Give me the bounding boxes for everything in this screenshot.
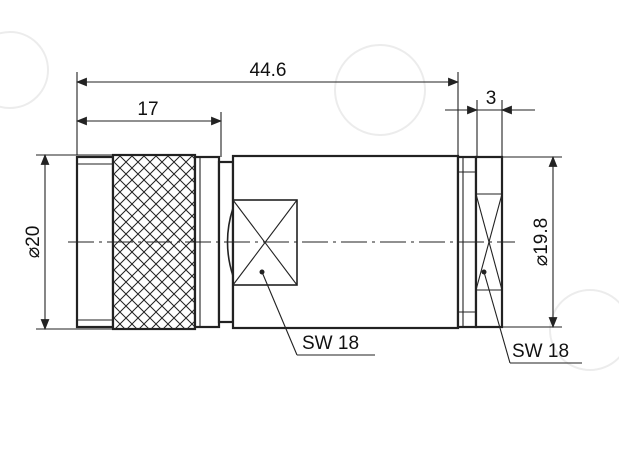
dimension-flange-thickness: 3 — [445, 88, 535, 157]
dimension-nut-length: 17 — [75, 99, 223, 157]
callout-body-wrench: SW 18 — [261, 271, 375, 356]
dimension-overall-length: 44.6 — [75, 60, 460, 155]
nut-length-label: 17 — [137, 99, 158, 120]
flange-thickness-label: 3 — [486, 88, 497, 109]
dimension-nut-diameter: ⌀20 — [23, 153, 113, 331]
overall-length-label: 44.6 — [250, 60, 287, 81]
nut-diameter-label: ⌀20 — [23, 226, 44, 259]
watermark — [0, 31, 619, 371]
flange-diameter-label: ⌀19.8 — [531, 218, 552, 266]
flange-wrench-size-label: SW 18 — [512, 341, 569, 362]
connector-part — [68, 153, 515, 331]
callout-flange-wrench: SW 18 — [483, 271, 582, 364]
body-wrench-size-label: SW 18 — [302, 333, 359, 354]
dimension-flange-diameter: ⌀19.8 — [502, 155, 562, 329]
